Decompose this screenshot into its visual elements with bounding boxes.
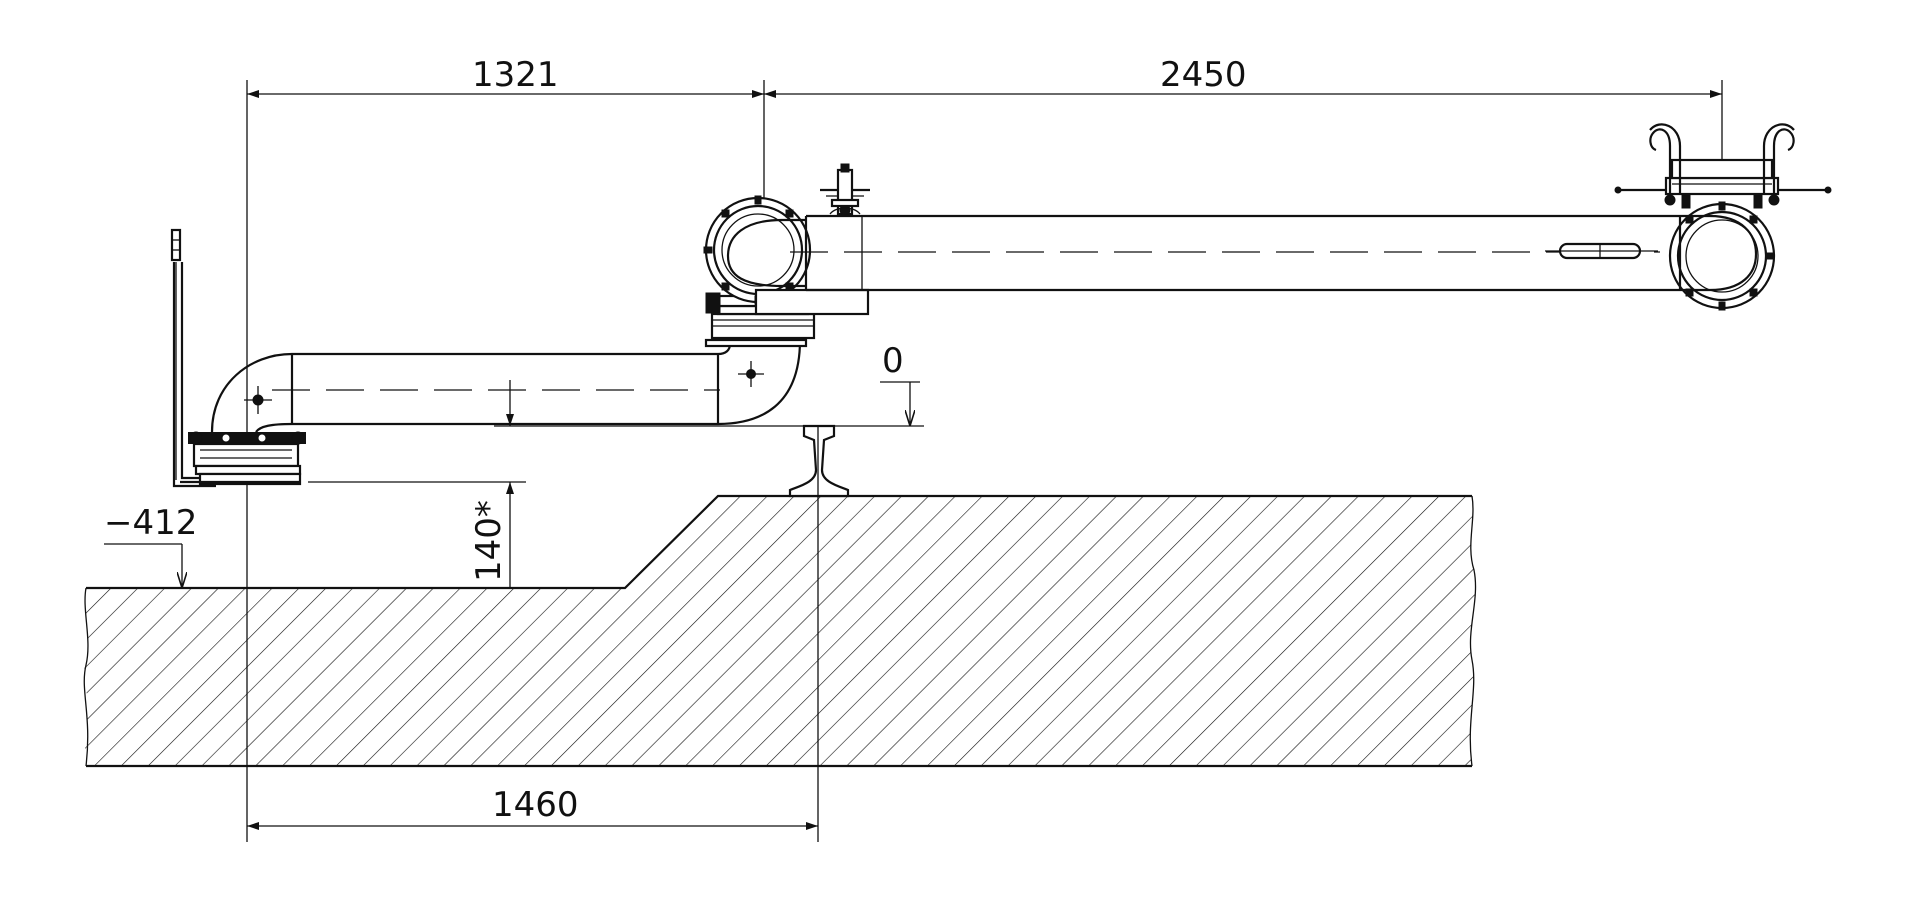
rail-profile (788, 424, 850, 498)
dimension-1460-label: 1460 (492, 785, 579, 825)
dimension-2450: 2450 (764, 55, 1722, 98)
end-swivel-joint (1668, 201, 1776, 311)
dimension-1460: 1460 (247, 785, 818, 830)
level-mark-zero-label: 0 (882, 341, 904, 381)
valve-handwheel (820, 163, 870, 216)
central-swivel-joint (703, 195, 870, 348)
level-mark-ground-label: −412 (104, 503, 197, 543)
hook-bracket (1614, 123, 1832, 209)
dimension-140: 140* (308, 380, 924, 588)
lower-arm (180, 338, 802, 486)
dimension-2450-label: 2450 (1160, 55, 1247, 95)
dimension-1321-label: 1321 (472, 55, 559, 95)
dimension-140-label: 140* (469, 500, 509, 582)
level-mark-ground: −412 (104, 503, 197, 588)
level-mark-zero: 0 (880, 341, 920, 426)
ground-section (83, 494, 1477, 768)
dimension-1321: 1321 (247, 55, 764, 98)
upper-arm (790, 214, 1680, 292)
